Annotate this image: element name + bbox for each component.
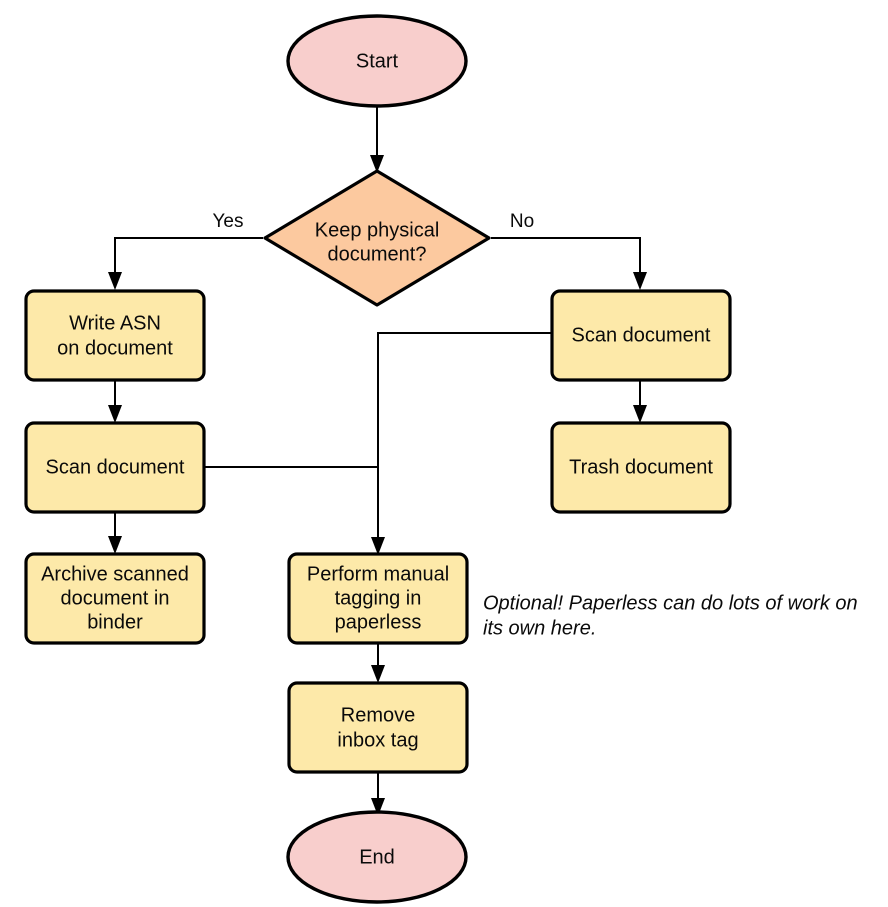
node-remove-inbox-tag-label-line2: inbox tag xyxy=(337,729,418,751)
node-trash-document-label: Trash document xyxy=(569,456,713,478)
end-ellipse[interactable] xyxy=(286,810,468,904)
node-end-label: End xyxy=(359,846,395,868)
edge-remove-inbox-to-end xyxy=(371,772,385,816)
scan-document-right-box[interactable] xyxy=(550,289,732,382)
manual-tagging-box[interactable] xyxy=(287,552,469,645)
note-line-1: Optional! Paperless can do lots of work … xyxy=(483,592,858,614)
arrowhead-icon xyxy=(371,665,385,683)
node-write-asn-label-line2: on document xyxy=(57,337,173,359)
node-manual-tagging[interactable]: Perform manual tagging in paperless xyxy=(287,552,469,645)
edge-label-no: No xyxy=(510,211,534,232)
arrowhead-icon xyxy=(370,155,384,173)
edge-decision-to-scan-right xyxy=(491,237,647,290)
edge-write-asn-to-scan-left xyxy=(108,380,122,423)
edge-scan-right-to-trash xyxy=(633,380,647,423)
edge-start-to-decision xyxy=(370,100,384,173)
edge-label-yes: Yes xyxy=(213,211,244,232)
node-scan-document-right[interactable]: Scan document xyxy=(550,289,732,382)
node-trash-document[interactable]: Trash document xyxy=(550,421,732,514)
arrowhead-icon xyxy=(371,798,385,816)
edge-line xyxy=(377,332,551,543)
arrowhead-icon xyxy=(108,536,122,554)
edge-manual-tagging-to-remove-inbox xyxy=(371,643,385,683)
arrowhead-icon xyxy=(108,272,122,290)
archive-binder-box[interactable] xyxy=(24,552,206,645)
decision-diamond[interactable] xyxy=(263,169,491,307)
node-scan-document-right-label: Scan document xyxy=(572,324,711,346)
edge-line xyxy=(114,237,263,278)
trash-document-box[interactable] xyxy=(550,421,732,514)
node-start[interactable]: Start xyxy=(286,14,468,108)
node-decision-label-line2: document? xyxy=(328,243,427,265)
node-archive-binder-label-line3: binder xyxy=(87,611,143,633)
arrowhead-icon xyxy=(633,272,647,290)
node-archive-binder-label-line2: document in xyxy=(61,587,170,609)
remove-inbox-tag-box[interactable] xyxy=(287,681,469,774)
node-archive-binder-label-line1: Archive scanned xyxy=(41,563,189,585)
node-write-asn[interactable]: Write ASN on document xyxy=(24,289,206,382)
edge-scan-left-to-archive xyxy=(108,512,122,554)
node-remove-inbox-tag[interactable]: Remove inbox tag xyxy=(287,681,469,774)
node-manual-tagging-label-line3: paperless xyxy=(335,611,422,633)
edge-decision-to-write-asn xyxy=(108,237,263,290)
arrowhead-icon xyxy=(108,405,122,423)
node-manual-tagging-label-line1: Perform manual xyxy=(307,563,449,585)
node-scan-document-left-label: Scan document xyxy=(46,456,185,478)
node-manual-tagging-label-line2: tagging in xyxy=(335,587,422,609)
note-line-2: its own here. xyxy=(483,617,596,639)
node-write-asn-label-line1: Write ASN xyxy=(69,312,161,334)
node-end[interactable]: End xyxy=(286,810,468,904)
node-remove-inbox-tag-label-line1: Remove xyxy=(341,704,415,726)
write-asn-box[interactable] xyxy=(24,289,206,382)
node-decision-keep-physical[interactable]: Keep physical document? xyxy=(263,169,491,307)
node-scan-document-left[interactable]: Scan document xyxy=(24,421,206,514)
node-archive-binder[interactable]: Archive scanned document in binder xyxy=(24,552,206,645)
edge-scan-right-to-manual-tagging xyxy=(371,332,551,555)
start-ellipse[interactable] xyxy=(286,14,468,108)
arrowhead-icon xyxy=(371,537,385,555)
edge-line xyxy=(491,237,641,278)
scan-document-left-box[interactable] xyxy=(24,421,206,514)
note-optional-paperless: Optional! Paperless can do lots of work … xyxy=(483,592,858,639)
node-start-label: Start xyxy=(356,50,399,72)
arrowhead-icon xyxy=(633,405,647,423)
node-decision-label-line1: Keep physical xyxy=(315,219,440,241)
